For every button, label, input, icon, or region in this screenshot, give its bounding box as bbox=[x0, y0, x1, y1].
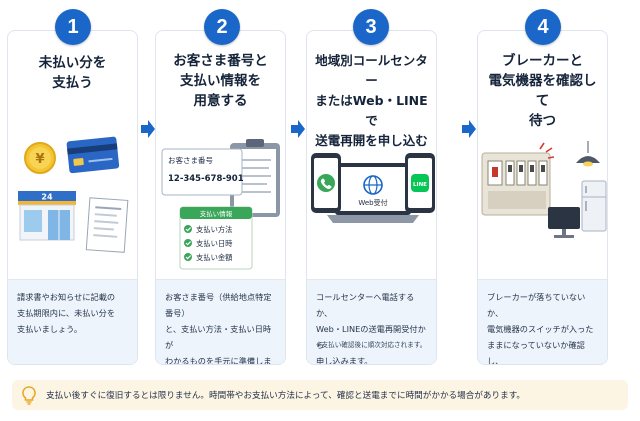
checklist-item-2: 支払い日時 bbox=[196, 239, 233, 248]
footer-notice: 支払い後すぐに復旧するとは限りません。時間帯やお支払い方法によって、確認と送電ま… bbox=[12, 380, 628, 410]
step-card-3: 地域別コールセンター またはWeb・LINEで 送電再開を申し込む Web受付 … bbox=[306, 30, 437, 365]
step-card-2: お客さま番号と 支払い情報を 用意する お客さま番号 12-345-678-90… bbox=[155, 30, 286, 365]
step-1-illustration: ¥ 24 bbox=[18, 136, 129, 253]
checklist-title: 支払い情報 bbox=[200, 209, 233, 218]
step-card-1: 未払い分を 支払う ¥ 24 bbox=[7, 30, 138, 365]
convenience-store-icon: 24 bbox=[18, 191, 76, 241]
step-2-illustration: お客さま番号 12-345-678-901 支払い情報 支払い方法 支払い日時 … bbox=[161, 139, 280, 270]
step-3-number-badge: 3 bbox=[353, 9, 389, 45]
step-3-note: ※支払い確認後に順次対応されます。 bbox=[316, 341, 427, 349]
checklist-item-1: 支払い方法 bbox=[196, 225, 232, 234]
step-4-illustration bbox=[481, 141, 607, 238]
step-1-title: 未払い分を 支払う bbox=[38, 55, 107, 91]
step-4-number-badge: 4 bbox=[525, 9, 561, 45]
checklist-item-3: 支払い金額 bbox=[196, 253, 233, 262]
bill-document-icon bbox=[85, 197, 129, 253]
breaker-panel-icon bbox=[481, 152, 551, 216]
ceiling-lamp-icon bbox=[576, 141, 600, 167]
step-3-illustration: Web受付 LINE bbox=[311, 153, 435, 223]
yen-symbol: ¥ bbox=[35, 152, 44, 167]
phone-call-icon bbox=[311, 153, 341, 213]
customer-number-label: お客さま番号 bbox=[168, 155, 213, 165]
line-app-label: LINE bbox=[413, 182, 427, 188]
refrigerator-icon bbox=[581, 180, 607, 232]
step-4-description: ブレーカーが落ちていないか、 電気機器のスイッチが入った ままになっていないか確… bbox=[487, 292, 594, 365]
globe-icon bbox=[363, 175, 383, 195]
arrow-right-icon bbox=[462, 120, 476, 138]
customer-number-value: 12-345-678-901 bbox=[168, 174, 244, 184]
payment-checklist: 支払い情報 支払い方法 支払い日時 支払い金額 bbox=[179, 206, 253, 270]
step-4-title: ブレーカーと 電気機器を確認して 待つ bbox=[488, 53, 597, 129]
web-reception-label: Web受付 bbox=[358, 198, 387, 207]
step-card-4: ブレーカーと 電気機器を確認して 待つ bbox=[477, 30, 608, 365]
step-1-description: 請求書やお知らせに記載の 支払期限内に、未払い分を 支払いましょう。 bbox=[17, 292, 116, 334]
credit-card-icon bbox=[66, 136, 120, 174]
step-3-description: コールセンターへ電話するか、 Web・LINEの送電再開受付から 申し込みます。 bbox=[316, 292, 426, 365]
step-4-desc-area bbox=[478, 279, 607, 364]
step-1-desc-area bbox=[8, 279, 137, 364]
check-icon bbox=[184, 253, 192, 261]
line-app-phone: LINE bbox=[405, 153, 435, 213]
store-sign-text: 24 bbox=[41, 193, 53, 202]
arrow-right-icon bbox=[141, 120, 155, 138]
check-icon bbox=[184, 239, 192, 247]
step-3-desc-area bbox=[307, 279, 436, 364]
step-1-number-badge: 1 bbox=[55, 9, 91, 45]
laptop-icon bbox=[327, 163, 419, 223]
footer-notice-text: 支払い後すぐに復旧するとは限りません。時間帯やお支払い方法によって、確認と送電ま… bbox=[46, 391, 526, 401]
lightbulb-icon bbox=[12, 380, 46, 410]
check-icon bbox=[184, 225, 192, 233]
step-2-title: お客さま番号と 支払い情報を 用意する bbox=[173, 53, 268, 109]
television-icon bbox=[548, 207, 580, 238]
arrow-right-icon bbox=[291, 120, 305, 138]
step-2-number-badge: 2 bbox=[204, 9, 240, 45]
customer-number-card: お客さま番号 12-345-678-901 bbox=[161, 148, 244, 196]
alert-spark-icon bbox=[539, 142, 555, 159]
step-3-title: 地域別コールセンター またはWeb・LINEで 送電再開を申し込む bbox=[315, 53, 428, 148]
yen-coin-icon: ¥ bbox=[24, 142, 56, 174]
step-2-desc-area bbox=[156, 279, 285, 364]
step-2-description: お客さま番号（供給地点特定番号） と、支払い方法・支払い日時が わかるものを手元… bbox=[165, 292, 272, 365]
